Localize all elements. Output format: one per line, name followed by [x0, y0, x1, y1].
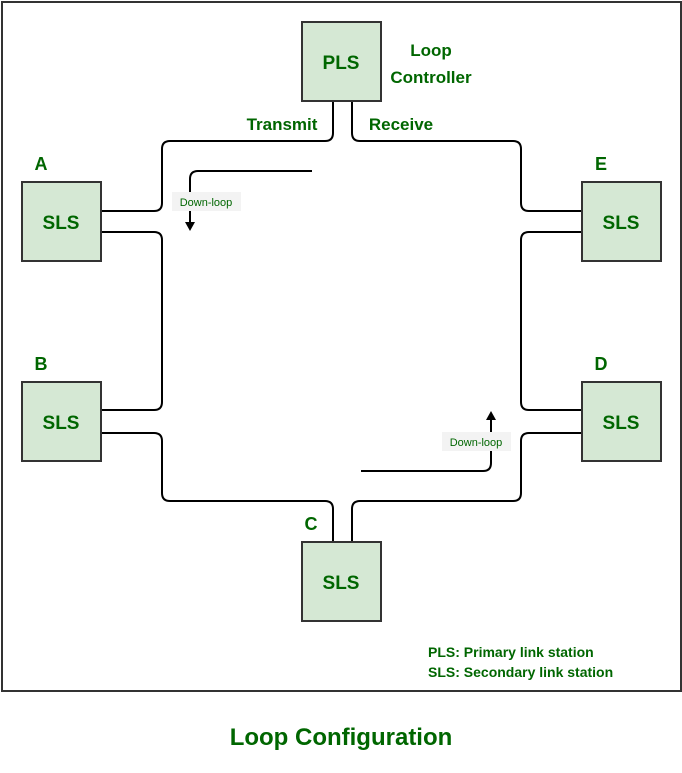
- station-b-box[interactable]: [21, 381, 102, 462]
- station-a-label: SLS: [43, 213, 80, 234]
- pls-box[interactable]: [301, 21, 382, 102]
- station-a-id: A: [35, 154, 48, 174]
- pls-label: PLS: [323, 53, 360, 74]
- station-d-id: D: [595, 354, 608, 374]
- wire-e-to-pls: [351, 102, 581, 212]
- station-d[interactable]: SLS: [581, 381, 662, 462]
- wire-b-to-c: [102, 432, 334, 541]
- arrow-up-icon: [486, 411, 496, 420]
- down-loop-arrow-top: [189, 170, 312, 226]
- wire-pls-to-a: [102, 102, 334, 212]
- station-c[interactable]: SLS: [301, 541, 382, 622]
- down-loop-label-bottom: Down-loop: [450, 437, 503, 449]
- station-e-label: SLS: [603, 213, 640, 234]
- station-b[interactable]: SLS: [21, 381, 102, 462]
- station-d-label: SLS: [603, 413, 640, 434]
- down-loop-arrow-bottom: [361, 416, 492, 472]
- loop-controller-title-line2: Controller: [390, 68, 472, 87]
- station-a-box[interactable]: [21, 181, 102, 262]
- down-loop-label-bg-bottom: [442, 432, 511, 451]
- wire-c-to-d: [351, 432, 581, 541]
- wire-a-to-b: [102, 231, 163, 411]
- station-b-label: SLS: [43, 413, 80, 434]
- station-e-box[interactable]: [581, 181, 662, 262]
- diagram-caption: Loop Configuration: [229, 724, 453, 751]
- receive-label: Receive: [369, 115, 433, 134]
- pls-node[interactable]: PLS: [301, 21, 382, 102]
- diagram-frame: [1, 1, 682, 692]
- down-loop-label-top: Down-loop: [180, 197, 233, 209]
- station-c-label: SLS: [323, 573, 360, 594]
- station-e[interactable]: SLS: [581, 181, 662, 262]
- station-e-id: E: [595, 154, 607, 174]
- down-loop-label-bg-top: [172, 192, 241, 211]
- loop-controller-title-line1: Loop: [410, 41, 452, 60]
- station-d-box[interactable]: [581, 381, 662, 462]
- station-c-id: C: [305, 514, 318, 534]
- station-c-box[interactable]: [301, 541, 382, 622]
- legend-pls: PLS: Primary link station: [428, 644, 594, 660]
- arrow-down-icon: [185, 222, 195, 231]
- station-a[interactable]: SLS: [21, 181, 102, 262]
- wires: [102, 102, 581, 541]
- legend-sls: SLS: Secondary link station: [428, 664, 613, 680]
- station-b-id: B: [35, 354, 48, 374]
- wire-d-to-e: [520, 231, 581, 411]
- transmit-label: Transmit: [247, 115, 318, 134]
